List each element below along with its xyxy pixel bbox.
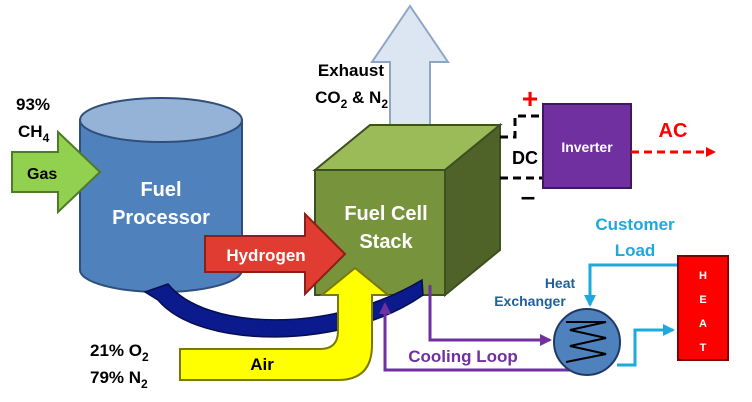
water-label: Water <box>255 318 299 335</box>
fuel-processor-line1: Fuel <box>140 179 181 201</box>
fuel-cell-stack-line1: Fuel Cell <box>344 203 427 225</box>
cooling-loop-label: Cooling Loop <box>408 347 518 366</box>
heat-exchanger <box>553 308 621 376</box>
air-o2: 21% O2 <box>90 341 149 364</box>
air-arrow <box>179 266 391 381</box>
heat-letter-t: T <box>700 342 707 354</box>
heat-letter-e: E <box>699 294 706 306</box>
dc-positive-line <box>500 114 545 139</box>
heat-exchanger-line1: Heat <box>545 275 576 291</box>
heat-exchanger-line2: Exchanger <box>494 293 566 309</box>
fuel-processor-line2: Processor <box>112 207 210 229</box>
customer-load-supply <box>584 263 678 307</box>
inverter-box <box>542 103 632 189</box>
fuel-cell-stack-cube <box>312 122 503 298</box>
hydrogen-label: Hydrogen <box>226 246 305 265</box>
ac-label: AC <box>659 120 688 142</box>
dc-minus-sign: – <box>521 181 535 211</box>
fuel-cell-stack-line2: Stack <box>359 231 413 253</box>
air-label: Air <box>250 355 274 374</box>
gas-percent: 93% <box>16 95 50 114</box>
gas-label: Gas <box>27 166 57 183</box>
heat-letter-a: A <box>699 318 707 330</box>
inverter-label: Inverter <box>561 139 613 155</box>
cooling-loop-out <box>428 285 552 346</box>
exhaust-label: Exhaust <box>318 61 384 80</box>
air-n2: 79% N2 <box>90 368 148 391</box>
gas-formula: CH4 <box>18 122 50 145</box>
gas-arrow <box>11 129 102 215</box>
dc-plus-sign: + <box>522 83 538 114</box>
customer-load-return <box>617 324 675 367</box>
dc-label: DC <box>512 148 538 168</box>
hydrogen-arrow <box>204 211 347 297</box>
customer-load-line1: Customer <box>595 215 675 234</box>
fuel-processor-cylinder <box>79 97 243 293</box>
exhaust-gases: CO2 & N2 <box>315 88 388 111</box>
heat-letter-h: H <box>699 270 707 282</box>
heat-box <box>677 255 729 361</box>
customer-load-line2: Load <box>615 241 656 260</box>
